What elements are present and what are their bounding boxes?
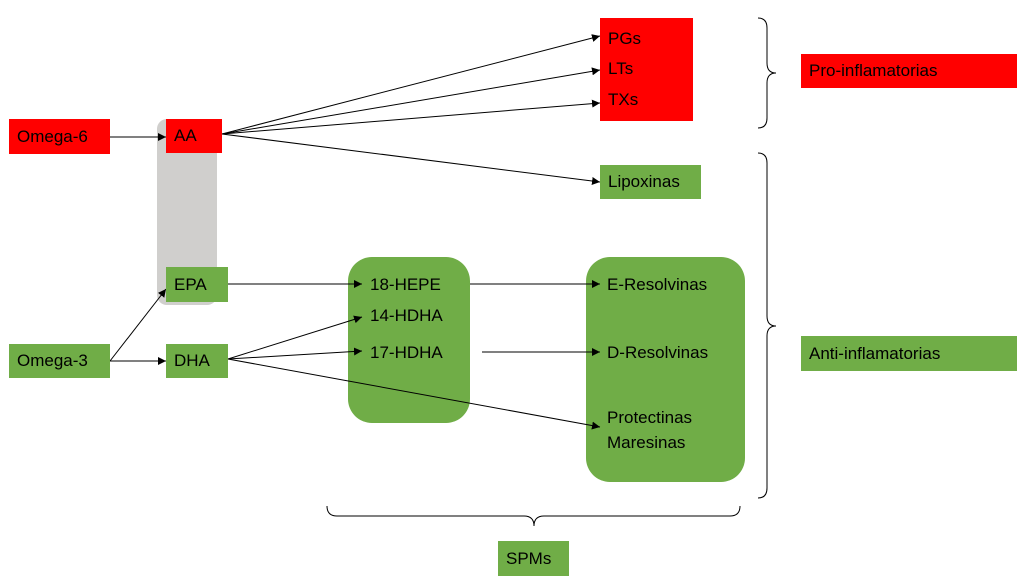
arrow-dha-protectinas — [227, 358, 601, 430]
arrow-aa-pgs — [221, 34, 601, 135]
omega3-node: Omega-3 — [9, 344, 110, 378]
txs-label: TXs — [608, 89, 639, 109]
spm-products-group — [586, 257, 745, 482]
arrow-aa-lipoxinas — [221, 133, 601, 185]
17-hdha-label: 17-HDHA — [370, 343, 443, 362]
pro-inflamatorias-label: Pro-inflamatorias — [801, 54, 1017, 88]
maresinas-label: Maresinas — [607, 433, 686, 452]
spm-precursor-group — [348, 257, 470, 423]
18-hepe-label: 18-HEPE — [370, 275, 441, 294]
d-resolvinas-label: D-Resolvinas — [607, 343, 709, 362]
brace-anti — [757, 152, 777, 499]
protectinas-label: Protectinas — [607, 408, 693, 427]
arrow-aa-txs — [221, 99, 601, 135]
spms-label: SPMs — [498, 541, 569, 576]
dha-node: DHA — [166, 344, 228, 378]
omega6-node: Omega-6 — [9, 119, 110, 154]
epa-node: EPA — [166, 267, 228, 302]
pro-products-node: PGs LTs TXs — [600, 18, 693, 121]
14-hdha-label: 14-HDHA — [370, 306, 443, 325]
e-resolvinas-label: E-Resolvinas — [607, 275, 708, 294]
arrow-aa-lts — [221, 67, 601, 135]
lts-label: LTs — [608, 59, 634, 79]
brace-pro — [757, 17, 777, 129]
pgs-label: PGs — [608, 29, 642, 49]
arrow-dha-17hdha — [227, 347, 363, 360]
brace-spms — [326, 505, 741, 527]
arrow-omega3-epa — [109, 288, 167, 362]
anti-inflamatorias-label: Anti-inflamatorias — [801, 336, 1017, 371]
arrow-dha-14hdha — [227, 315, 363, 360]
lipoxinas-node: Lipoxinas — [600, 165, 701, 199]
aa-node: AA — [166, 119, 222, 153]
